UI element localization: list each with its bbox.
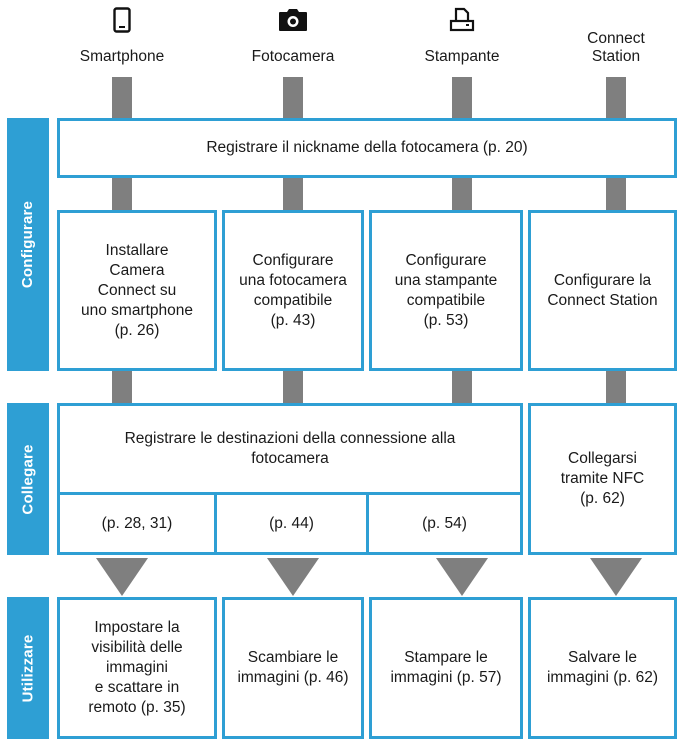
arrow-down-icon — [590, 558, 642, 596]
smartphone-icon — [57, 5, 187, 35]
section-label-connect: Collegare — [7, 403, 49, 555]
connector — [606, 77, 626, 118]
connector — [283, 371, 303, 403]
column-header-connect-station: Connect Station — [551, 0, 681, 76]
printer-icon — [397, 5, 527, 35]
column-label-smartphone: Smartphone — [79, 48, 165, 65]
use-step-camera: Scambiare le immagini (p. 46) — [222, 597, 364, 739]
configure-step-connect-station: Configurare la Connect Station — [528, 210, 677, 371]
configure-step-smartphone: Installare Camera Connect su uno smartph… — [57, 210, 217, 371]
connector — [283, 77, 303, 118]
column-label-camera: Fotocamera — [251, 48, 335, 65]
section-label-use: Utilizzare — [7, 597, 49, 739]
connect-page-smartphone: (p. 28, 31) — [57, 492, 217, 555]
section-label-configure: Configurare — [7, 118, 49, 371]
connector — [283, 178, 303, 210]
connector — [606, 178, 626, 210]
column-label-printer: Stampante — [424, 48, 500, 65]
camera-icon — [228, 5, 358, 35]
connect-page-camera: (p. 44) — [214, 492, 369, 555]
connector — [112, 77, 132, 118]
register-nickname-box: Registrare il nickname della fotocamera … — [57, 118, 677, 178]
configure-step-printer: Configurare una stampante compatibile (p… — [369, 210, 523, 371]
column-header-smartphone: Smartphone — [57, 0, 187, 76]
connector — [112, 178, 132, 210]
use-step-smartphone: Impostare la visibilità delle immagini e… — [57, 597, 217, 739]
arrow-down-icon — [96, 558, 148, 596]
column-header-printer: Stampante — [397, 0, 527, 76]
register-destinations-box: Registrare le destinazioni della conness… — [57, 403, 523, 495]
connector — [452, 371, 472, 403]
column-label-connect-station: Connect Station — [587, 30, 645, 65]
connector — [112, 371, 132, 403]
nfc-connect-box: Collegarsi tramite NFC (p. 62) — [528, 403, 677, 555]
arrow-down-icon — [436, 558, 488, 596]
use-step-connect-station: Salvare le immagini (p. 62) — [528, 597, 677, 739]
use-step-printer: Stampare le immagini (p. 57) — [369, 597, 523, 739]
connector — [452, 178, 472, 210]
configure-step-camera: Configurare una fotocamera compatibile (… — [222, 210, 364, 371]
connector — [606, 371, 626, 403]
column-header-camera: Fotocamera — [228, 0, 358, 76]
connect-page-printer: (p. 54) — [366, 492, 523, 555]
connector — [452, 77, 472, 118]
arrow-down-icon — [267, 558, 319, 596]
